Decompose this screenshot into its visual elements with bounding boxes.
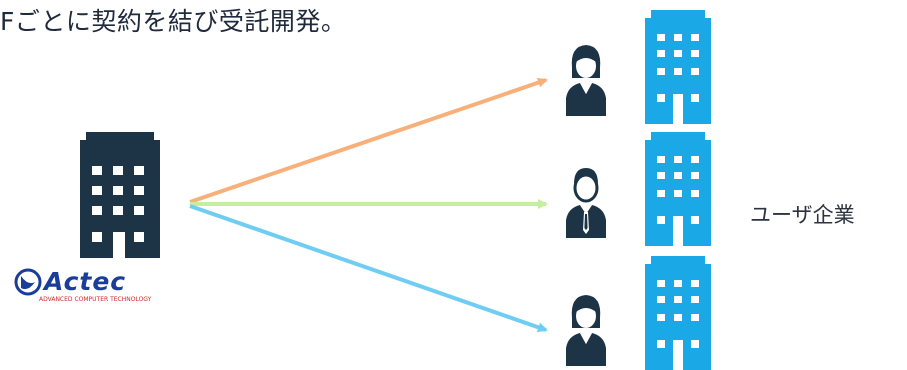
diagram-caption: Fごとに契約を結び受託開発。 <box>0 7 347 36</box>
woman-person-icon <box>566 45 606 116</box>
client-building-icon <box>645 10 711 124</box>
actec-logo-tagline: ADVANCED COMPUTER TECHNOLOGY <box>39 296 152 303</box>
arrow-to-top-client <box>189 77 548 204</box>
woman-person-icon <box>566 295 606 366</box>
arrow-to-bottom-client <box>189 204 548 333</box>
client-building-icon <box>645 132 711 246</box>
source-building-icon <box>80 132 160 258</box>
man-person-icon <box>566 168 606 238</box>
client-companies-label: ユーザ企業 <box>750 203 855 227</box>
client-building-icon <box>645 256 711 370</box>
actec-logo-emblem-icon <box>14 268 42 296</box>
actec-logo-wordmark: Actec <box>44 267 127 296</box>
